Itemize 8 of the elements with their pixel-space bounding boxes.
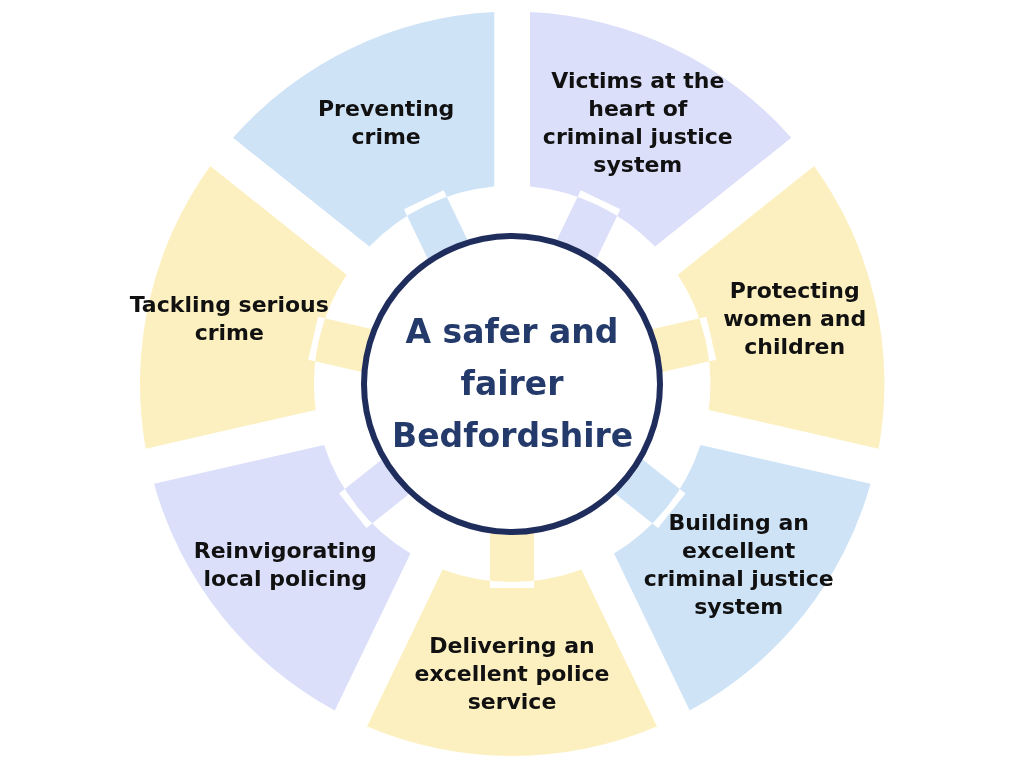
segment-label: Delivering an excellent police service xyxy=(413,632,611,716)
segment-label: Tackling serious crime xyxy=(129,291,330,348)
center-title: A safer and fairer Bedfordshire xyxy=(392,311,632,457)
segment-label: Reinvigorating local policing xyxy=(192,536,378,593)
segment-label: Victims at the heart of criminal justice system xyxy=(541,66,734,179)
segment-label: Building an excellent criminal justice system xyxy=(642,508,835,621)
segment-label: Preventing crime xyxy=(317,94,456,151)
segment-label: Protecting women and children xyxy=(722,277,868,362)
